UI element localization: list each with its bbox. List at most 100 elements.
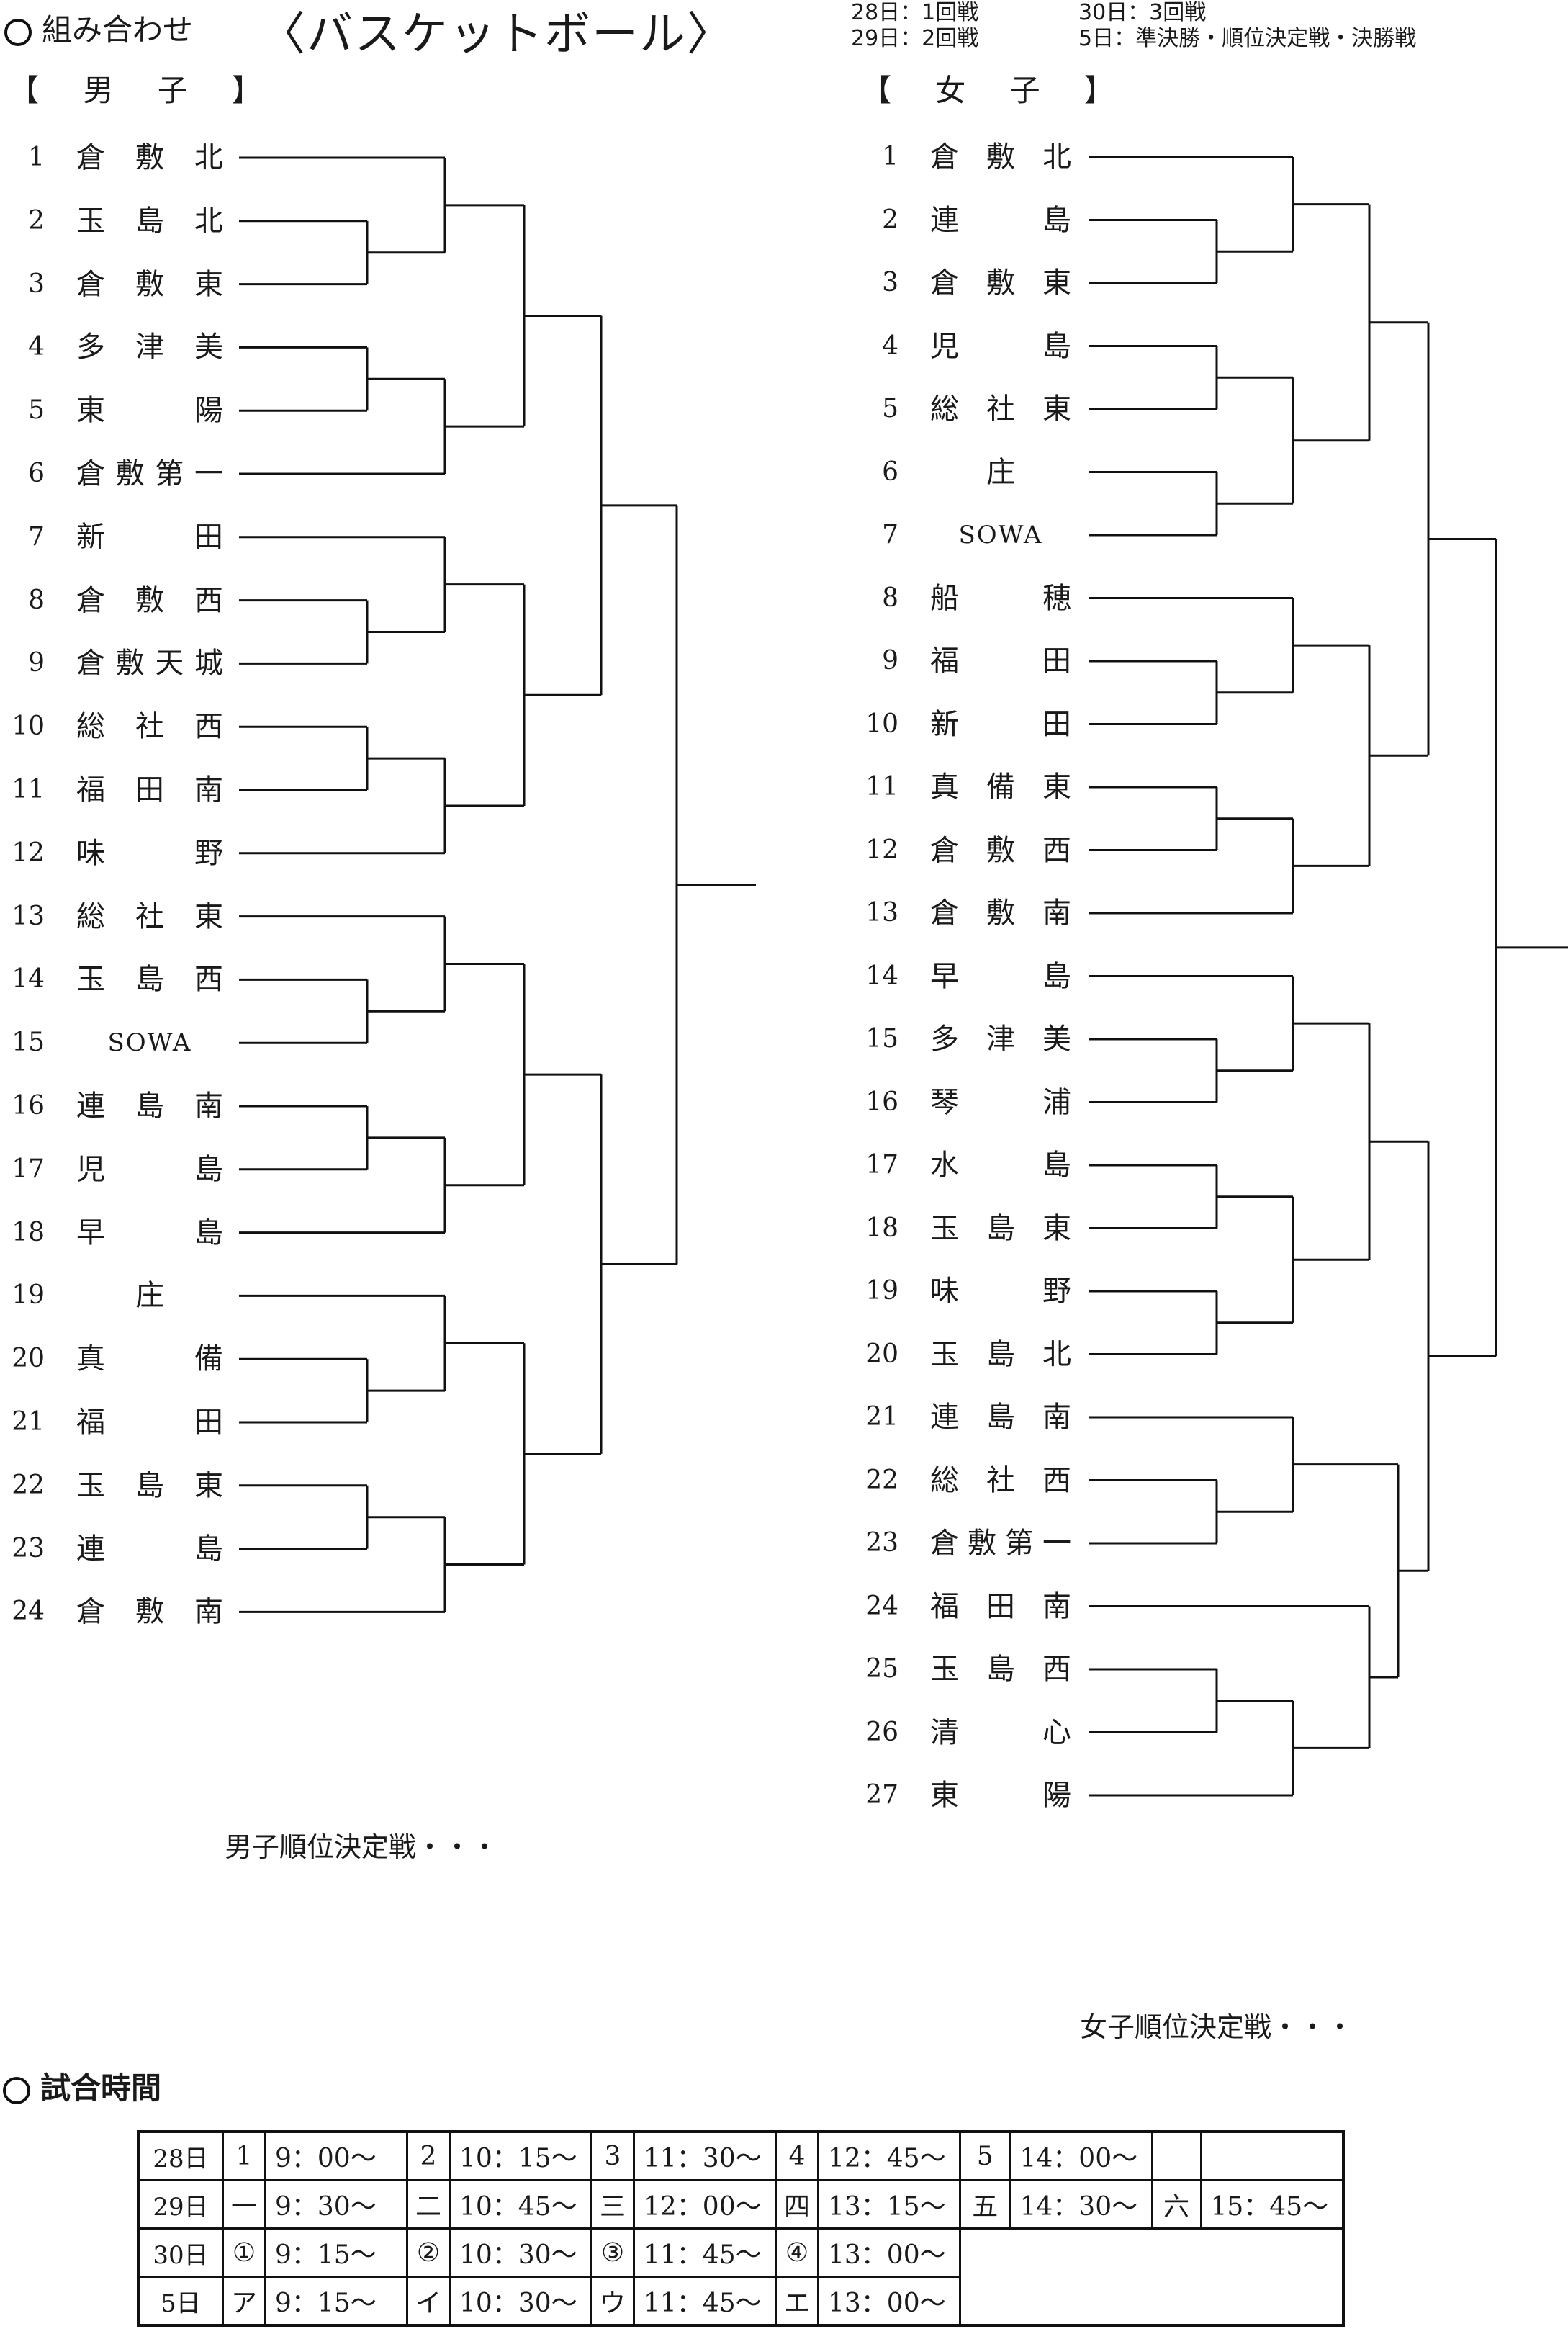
- team-name: 総社西: [76, 705, 223, 748]
- team-name-part: 庄: [986, 455, 1015, 489]
- team-name: 児島: [930, 325, 1071, 368]
- match-number: 六: [1150, 2179, 1202, 2230]
- team-name-part: 敷: [115, 457, 145, 490]
- team-name-part: 南: [194, 1090, 223, 1123]
- match-number: 四: [775, 2179, 819, 2230]
- team-name: 船穂: [930, 577, 1071, 620]
- team-name-part: 早: [930, 959, 959, 993]
- team-name: 真備東: [930, 766, 1071, 809]
- team-name-part: 倉: [930, 833, 959, 867]
- team-name-part: 東: [1042, 1211, 1071, 1245]
- match-time: 9：00～: [264, 2130, 408, 2181]
- section-heading: 組み合わせ: [4, 6, 193, 50]
- team-name-part: 島: [135, 963, 164, 997]
- team-name-part: 敷: [135, 267, 164, 301]
- team-seed: 4: [28, 332, 45, 362]
- team-name-part: 連: [76, 1532, 105, 1566]
- team-name-part: 島: [1042, 959, 1071, 993]
- schedule-round-3: 30日：3回戦: [1078, 0, 1207, 25]
- team-name-part: 第: [155, 457, 184, 490]
- team-name-part: 津: [986, 1023, 1015, 1056]
- team-seed: 4: [882, 331, 898, 361]
- team-seed: 19: [865, 1276, 898, 1306]
- team-name: 倉敷西: [76, 579, 223, 622]
- team-row: 8 船穂: [861, 577, 1080, 620]
- event-title: 〈バスケットボール〉: [259, 8, 734, 61]
- team-seed: 21: [865, 1402, 898, 1432]
- team-name-part: 総: [930, 1463, 959, 1497]
- team-name-part: 真: [76, 1342, 105, 1376]
- circle-bullet-icon: [4, 18, 32, 46]
- team-seed: 12: [865, 835, 898, 865]
- girls-bracket: [1089, 156, 1568, 1797]
- team-seed: 25: [865, 1654, 898, 1684]
- team-name-part: 敷: [986, 266, 1015, 300]
- team-name: 福田: [930, 639, 1071, 683]
- day-cell: 28日: [137, 2130, 224, 2181]
- team-name-part: 北: [1042, 140, 1071, 174]
- boys-bracket: [239, 156, 756, 1613]
- team-name-part: 敷: [135, 141, 164, 174]
- team-name-part: 東: [194, 1468, 223, 1502]
- team-name-part: 倉: [76, 267, 105, 301]
- team-seed: 17: [12, 1154, 45, 1184]
- team-name-part: 多: [76, 331, 105, 364]
- team-seed: 8: [882, 583, 898, 613]
- team-seed: 15: [865, 1024, 898, 1054]
- match-number: ウ: [590, 2276, 635, 2327]
- times-title: 試合時間: [40, 2070, 162, 2106]
- team-name: 玉島東: [76, 1464, 223, 1507]
- team-seed: 7: [28, 521, 45, 552]
- team-name-part: 田: [194, 520, 223, 554]
- team-name: 玉島東: [930, 1207, 1071, 1250]
- team-name-part: 総: [76, 899, 105, 933]
- team-name-part: 東: [1042, 266, 1071, 300]
- team-name: 倉敷第一: [930, 1522, 1071, 1565]
- times-heading: 試合時間: [3, 2064, 161, 2108]
- team-row: 4 児島: [861, 325, 1080, 368]
- team-name: 総社西: [930, 1459, 1071, 1502]
- team-name-part: 南: [1042, 1589, 1071, 1623]
- team-name-part: 西: [194, 583, 223, 617]
- team-name: 早島: [76, 1211, 223, 1254]
- team-name-part: 連: [76, 1090, 105, 1123]
- team-name-part: 穂: [1042, 581, 1071, 615]
- team-seed: 1: [882, 142, 898, 171]
- team-name-part: 陽: [1042, 1779, 1071, 1812]
- team-name-part: 島: [194, 1532, 223, 1566]
- team-name-part: 味: [930, 1275, 959, 1308]
- schedule-finals: 5日：準決勝・順位決定戦・決勝戦: [1078, 26, 1417, 51]
- team-name-part: 島: [135, 1468, 164, 1502]
- team-seed: 12: [12, 838, 45, 868]
- team-seed: 23: [865, 1528, 898, 1558]
- team-row: 9 福田: [861, 639, 1080, 683]
- match-number: エ: [775, 2276, 819, 2327]
- team-name-part: SOWA: [958, 521, 1043, 549]
- team-name-part: 西: [1042, 1653, 1071, 1686]
- team-name-part: 庄: [135, 1279, 164, 1313]
- girls-placement-note: 女子順位決定戦・・・: [1080, 2011, 1354, 2043]
- team-seed: 9: [882, 646, 898, 675]
- team-name: 児島: [76, 1148, 223, 1191]
- match-time: 11：45～: [633, 2227, 777, 2278]
- team-name-part: 東: [1042, 392, 1071, 426]
- team-name-part: 美: [1042, 1023, 1071, 1056]
- team-name-part: 天: [155, 647, 184, 681]
